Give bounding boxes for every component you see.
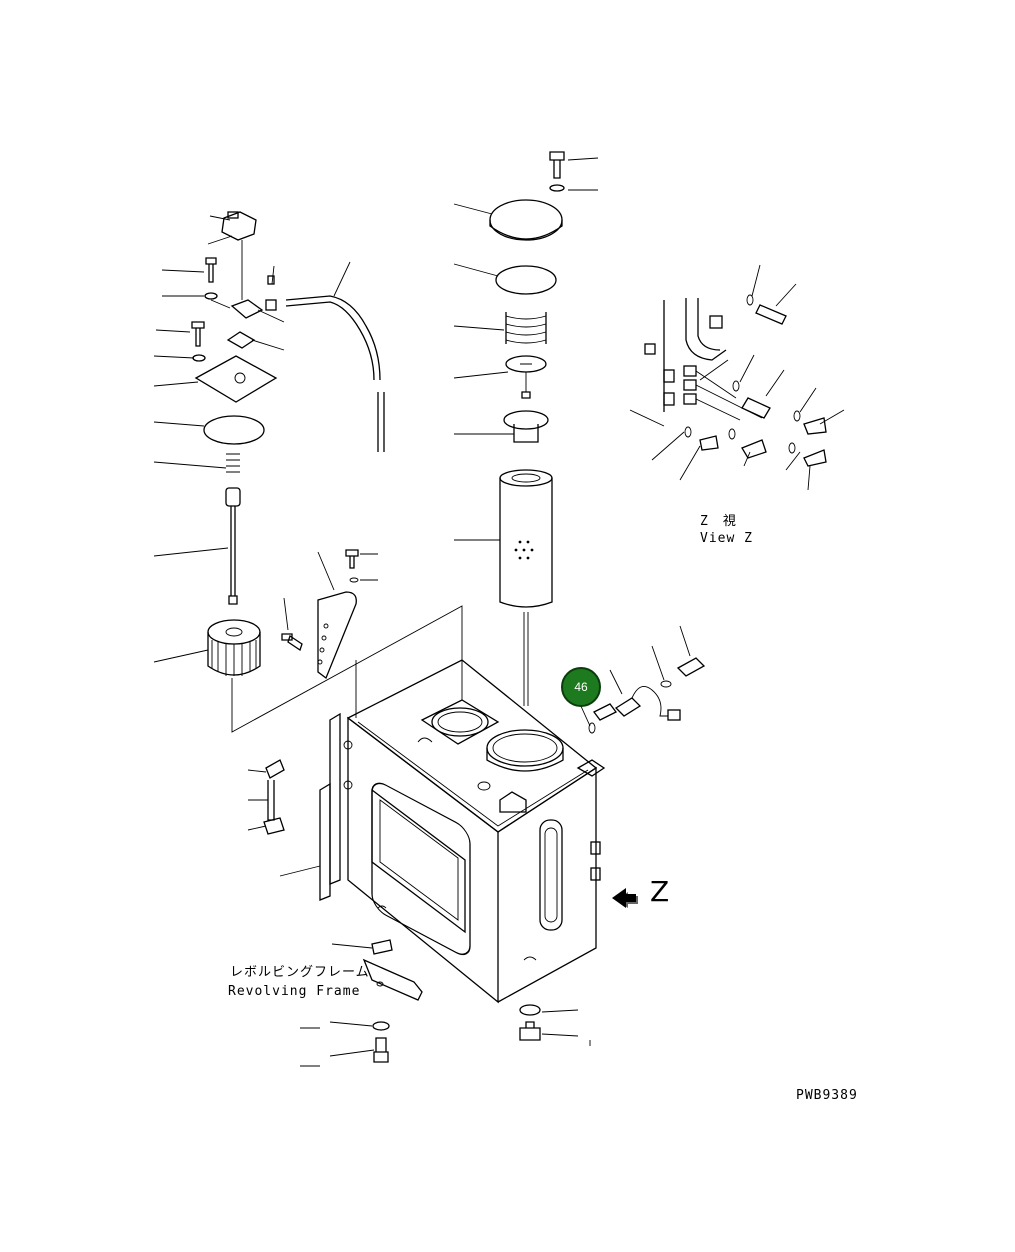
view-z-arrow-letter: Z xyxy=(650,875,670,908)
mounting-hardware xyxy=(300,939,591,1067)
breather-hose xyxy=(285,261,385,452)
view-z-label-en: View Z xyxy=(700,531,753,546)
strainer-assembly xyxy=(153,211,285,676)
revolving-frame-label-en: Revolving Frame xyxy=(228,984,361,999)
view-z-label-jp: Z 視 xyxy=(700,514,737,529)
revolving-frame-label-jp: レボルビングフレーム xyxy=(230,965,370,980)
view-z-detail xyxy=(629,264,845,491)
hydraulic-tank xyxy=(319,659,606,1004)
exploded-view-leaders xyxy=(231,605,463,733)
drawing-number: PWB9389 xyxy=(796,1088,858,1103)
sensor-harness xyxy=(579,625,706,734)
drain-pipes xyxy=(247,759,321,877)
part-callout-number: 46 xyxy=(574,680,588,694)
view-direction-arrow xyxy=(612,888,638,908)
filter-assembly xyxy=(453,151,599,706)
part-callout-46[interactable]: 46 xyxy=(561,667,601,707)
hose-bracket xyxy=(281,549,378,680)
